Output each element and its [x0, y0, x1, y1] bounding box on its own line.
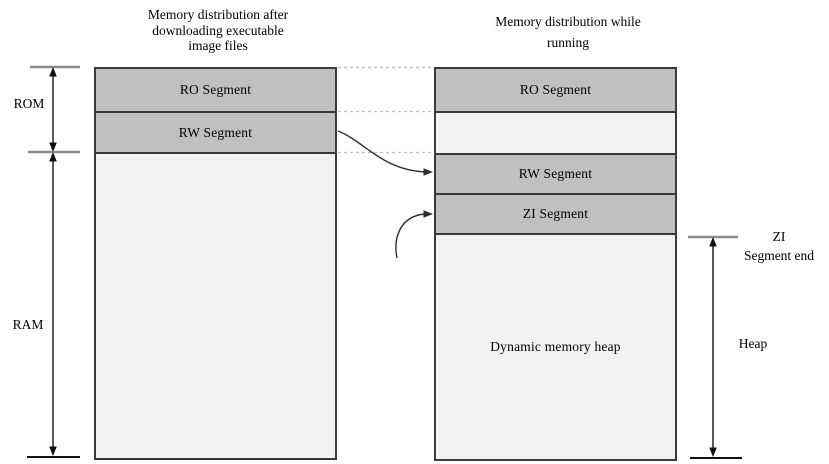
right-segment-rw: RW Segment [436, 153, 675, 193]
right-column-title: Memory distribution while running [495, 14, 641, 50]
left-segment-empty [96, 152, 335, 458]
left-column-title: Memory distribution after downloading ex… [147, 7, 289, 53]
right-segment-heap: Dynamic memory heap [436, 233, 675, 459]
rom-label: ROM [13, 96, 45, 111]
left-memory-column: RO Segment RW Segment [94, 67, 337, 460]
right-memory-column: RO Segment RW Segment ZI Segment Dynamic… [434, 67, 677, 461]
left-segment-rw: RW Segment [96, 111, 335, 152]
rw-relocation-arrow [337, 130, 433, 176]
right-segment-zi-label: ZI Segment [522, 206, 589, 221]
right-segment-ro: RO Segment [436, 69, 675, 111]
left-segment-ro: RO Segment [96, 69, 335, 111]
right-segment-ro-label: RO Segment [519, 82, 592, 97]
left-segment-rw-label: RW Segment [178, 124, 253, 140]
right-segment-heap-label: Dynamic memory heap [490, 339, 621, 354]
alignment-dashed-lines [338, 66, 433, 154]
ram-extent-arrow [49, 152, 57, 456]
heap-label: Heap [738, 336, 768, 351]
ram-label: RAM [12, 317, 44, 332]
left-segment-ro-label: RO Segment [179, 82, 252, 97]
right-segment-zi: ZI Segment [436, 193, 675, 233]
zi-relocation-arrow [395, 210, 433, 259]
heap-extent-arrow [709, 237, 717, 457]
right-segment-empty [436, 111, 675, 153]
zi-segment-end-label: ZI Segment end [743, 229, 815, 263]
right-segment-rw-label: RW Segment [518, 166, 593, 181]
